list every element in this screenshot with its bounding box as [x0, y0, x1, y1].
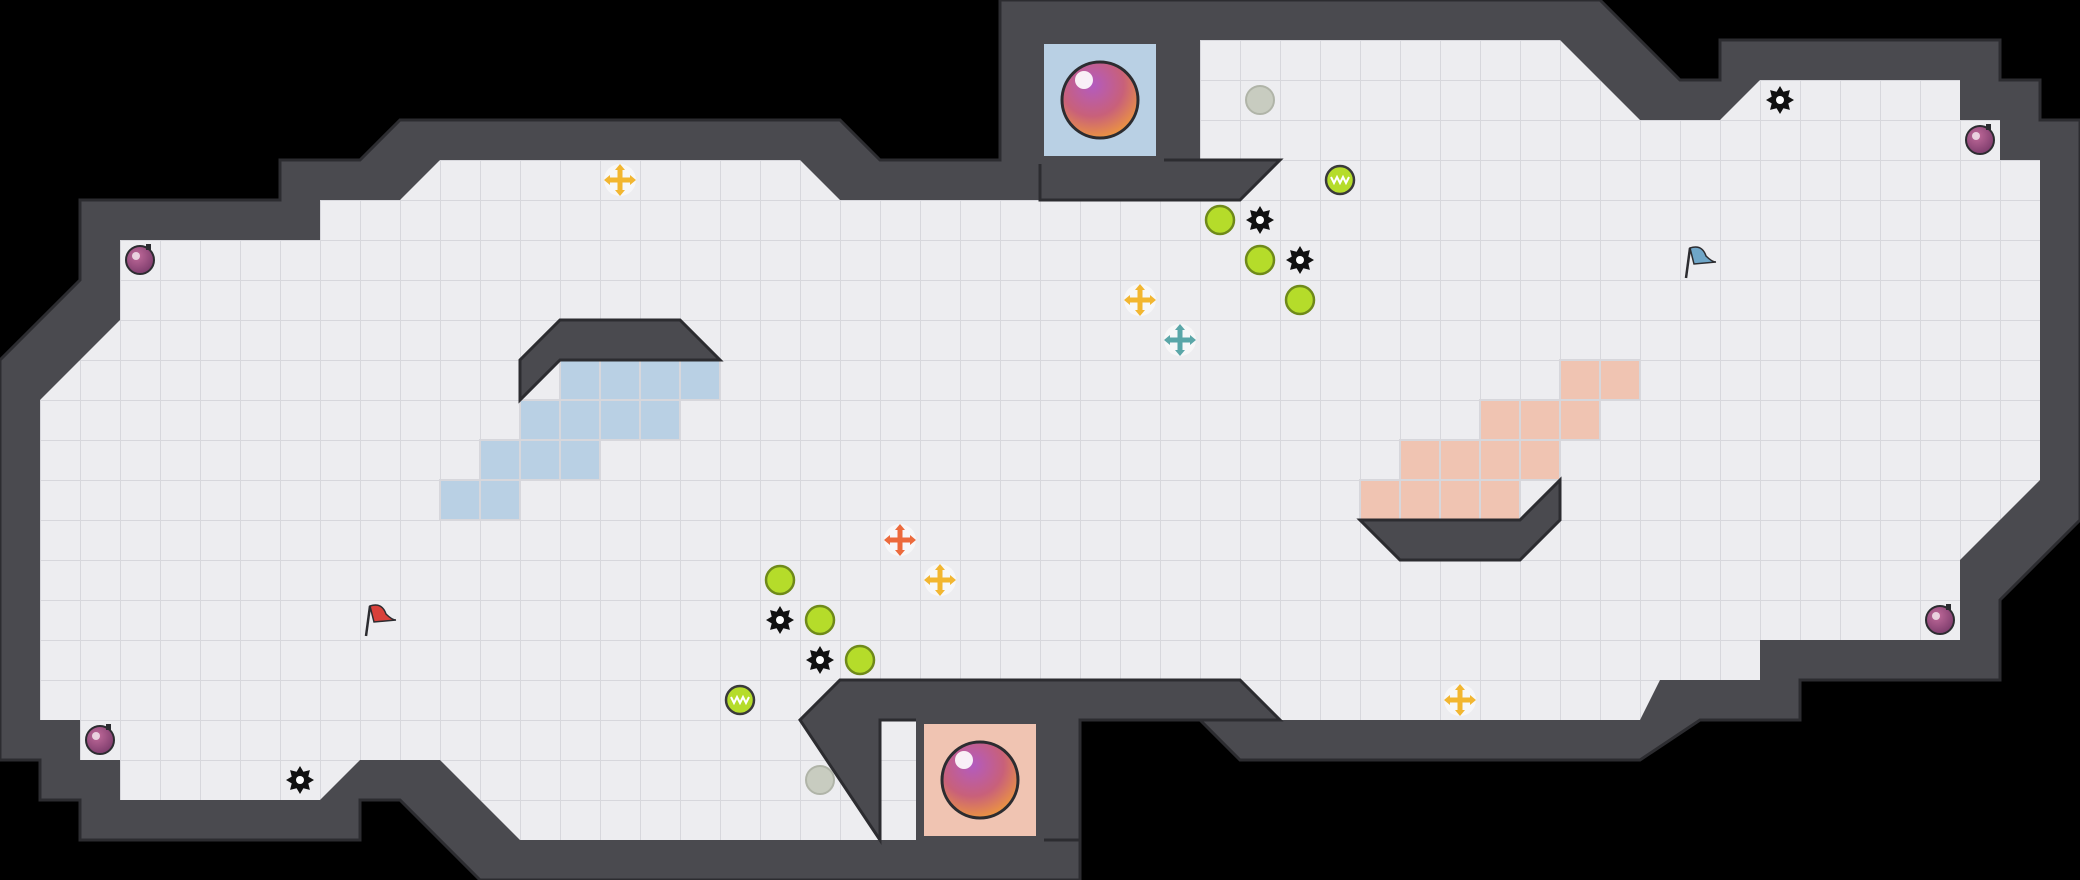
blue-base — [1036, 36, 1164, 164]
bomb-icon — [1965, 124, 1995, 155]
lime-booster-icon — [764, 564, 796, 596]
striped-speed-pad-icon — [1324, 164, 1356, 196]
spiked-mine-icon — [286, 766, 314, 794]
floor — [40, 40, 2040, 840]
base-layer — [916, 36, 1164, 844]
entity-layer — [85, 85, 1995, 795]
bomb-icon — [85, 724, 115, 755]
arrow-cross-powerup-icon — [604, 164, 636, 196]
red-base — [916, 716, 1044, 844]
arrow-cross-powerup-icon — [1444, 684, 1476, 716]
bomb-icon — [1925, 604, 1955, 635]
spiked-mine-icon — [806, 646, 834, 674]
spiked-mine-icon — [1246, 206, 1274, 234]
base-orb-icon — [1060, 60, 1140, 140]
lime-booster-icon — [844, 644, 876, 676]
arrow-cross-powerup-icon — [924, 564, 956, 596]
inner-wall-left — [518, 318, 724, 404]
inner-wall-right — [1356, 476, 1562, 562]
arrow-cross-powerup-icon — [1124, 284, 1156, 316]
red-flag-icon — [364, 604, 397, 637]
inner-wall-top — [1038, 158, 1284, 202]
spiked-mine-icon — [1766, 86, 1794, 114]
base-orb-icon — [940, 740, 1020, 820]
lime-booster-icon — [804, 604, 836, 636]
arrow-cross-powerup-icon — [1164, 324, 1196, 356]
striped-speed-pad-icon — [724, 684, 756, 716]
spiked-mine-icon — [766, 606, 794, 634]
bomb-icon — [125, 244, 155, 275]
blue-flag-icon — [1684, 246, 1717, 279]
spiked-mine-icon — [1286, 246, 1314, 274]
inactive-spawn-icon — [1245, 85, 1275, 115]
inactive-spawn-icon — [805, 765, 835, 795]
floor-layer — [40, 40, 2040, 840]
lime-booster-icon — [1284, 284, 1316, 316]
arrow-cross-powerup-icon — [884, 524, 916, 556]
lime-booster-icon — [1244, 244, 1276, 276]
lime-booster-icon — [1204, 204, 1236, 236]
